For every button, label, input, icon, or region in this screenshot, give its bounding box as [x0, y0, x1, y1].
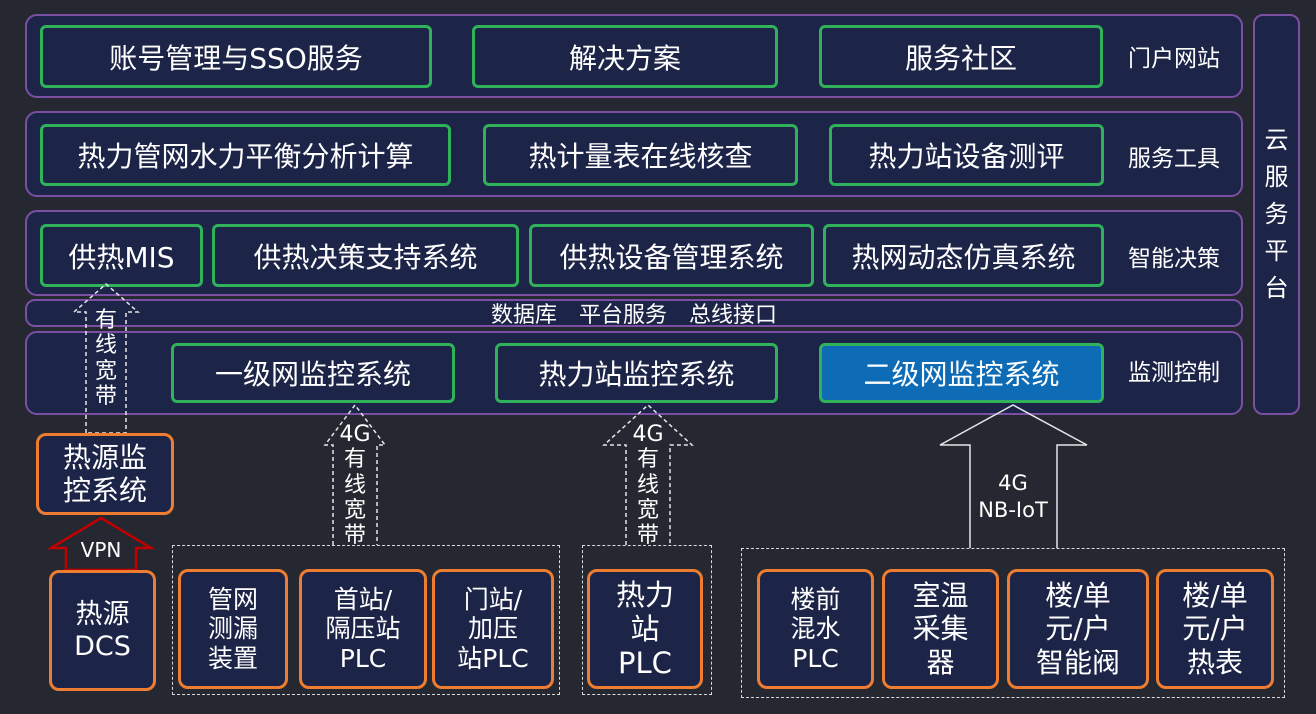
- secondary-up-arrow: [939, 404, 1088, 548]
- cloud-platform-char: 务: [1264, 199, 1289, 228]
- station-arrow-text: 有: [636, 447, 659, 473]
- box-hydraulic-balance: 热力管网水力平衡分析计算: [40, 124, 451, 186]
- secondary-arrow-text: NB-IoT: [978, 498, 1048, 523]
- station-up-arrow: [602, 403, 694, 545]
- station-arrow-text: 线: [636, 472, 659, 498]
- infra-bus-interface: 总线接口: [689, 303, 778, 328]
- box-solutions: 解决方案: [472, 25, 778, 88]
- primary-up-arrow: [323, 403, 387, 545]
- infra-platform-service: 平台服务: [578, 303, 667, 328]
- box-leak-detection: 管网 测漏 装置: [178, 569, 288, 689]
- box-decision-support: 供热决策支持系统: [212, 224, 519, 287]
- cloud-platform-char: 服: [1264, 162, 1289, 191]
- label-portal: 门户网站: [1128, 46, 1220, 72]
- box-heat-source-monitor: 热源监 控系统: [36, 433, 174, 515]
- primary-arrow-text: 宽: [343, 497, 366, 523]
- cloud-platform-char: 云: [1264, 125, 1289, 154]
- primary-arrow-text: 4G: [339, 422, 371, 447]
- box-service-community: 服务社区: [819, 25, 1103, 88]
- secondary-arrow-text: 4G: [998, 471, 1028, 495]
- box-account-sso: 账号管理与SSO服务: [40, 25, 432, 88]
- layer-infra: [25, 299, 1243, 327]
- primary-arrow-text: 有: [343, 447, 366, 473]
- box-secondary-monitor: 二级网监控系统: [819, 343, 1104, 403]
- box-heating-mis: 供热MIS: [40, 224, 203, 287]
- secondary-arrow-label: 4G NB-IoT: [963, 470, 1063, 525]
- box-heat-meter: 楼/单 元/户 热表: [1156, 569, 1274, 689]
- secondary-device-group: [741, 548, 1285, 698]
- vpn-label: VPN: [80, 538, 122, 562]
- infra-strip: 数据库 平台服务 总线接口: [25, 299, 1243, 328]
- box-station-evaluation: 热力站设备测评: [829, 124, 1104, 186]
- vpn-arrow: [46, 516, 156, 572]
- box-station-plc: 热力 站 PLC: [587, 569, 703, 689]
- station-arrow-text: 4G: [632, 422, 664, 447]
- label-monitor: 监测控制: [1128, 360, 1220, 386]
- box-station-monitor: 热力站监控系统: [495, 343, 778, 403]
- box-smart-valve: 楼/单 元/户 智能阀: [1007, 569, 1149, 689]
- box-gate-station-plc: 门站/ 加压 站PLC: [432, 569, 554, 689]
- station-device-group: [582, 545, 712, 695]
- cloud-platform-char: 台: [1264, 274, 1289, 303]
- primary-device-group: [172, 545, 560, 695]
- primary-arrow-text: 带: [343, 523, 366, 549]
- cloud-platform-panel: 云 服 务 平 台: [1253, 14, 1300, 415]
- box-network-simulation: 热网动态仿真系统: [823, 224, 1104, 287]
- label-tools: 服务工具: [1128, 146, 1220, 172]
- station-arrow-label: 4G 有 线 宽 带: [626, 422, 670, 548]
- primary-arrow-text: 线: [343, 472, 366, 498]
- primary-arrow-label: 4G 有 线 宽 带: [333, 422, 377, 548]
- left-arrow-char: 有: [94, 308, 117, 333]
- box-mixing-plc: 楼前 混水 PLC: [757, 569, 874, 689]
- label-decision: 智能决策: [1128, 246, 1220, 272]
- station-arrow-text: 宽: [636, 497, 659, 523]
- box-first-station-plc: 首站/ 隔压站 PLC: [299, 569, 427, 689]
- box-primary-monitor: 一级网监控系统: [171, 343, 455, 403]
- left-arrow-char: 带: [94, 383, 117, 409]
- cloud-platform-char: 平: [1264, 237, 1289, 266]
- left-arrow-char: 线: [94, 333, 117, 359]
- station-arrow-text: 带: [636, 523, 659, 549]
- left-up-arrow: [72, 283, 140, 434]
- box-meter-check: 热计量表在线核查: [483, 124, 798, 186]
- infra-database: 数据库: [490, 303, 557, 328]
- box-equipment-management: 供热设备管理系统: [529, 224, 814, 287]
- left-arrow-label: 有 线 宽 带: [86, 308, 126, 409]
- left-arrow-char: 宽: [94, 358, 117, 384]
- box-room-temp-collector: 室温 采集 器: [882, 569, 999, 689]
- box-heat-source-dcs: 热源 DCS: [49, 570, 156, 691]
